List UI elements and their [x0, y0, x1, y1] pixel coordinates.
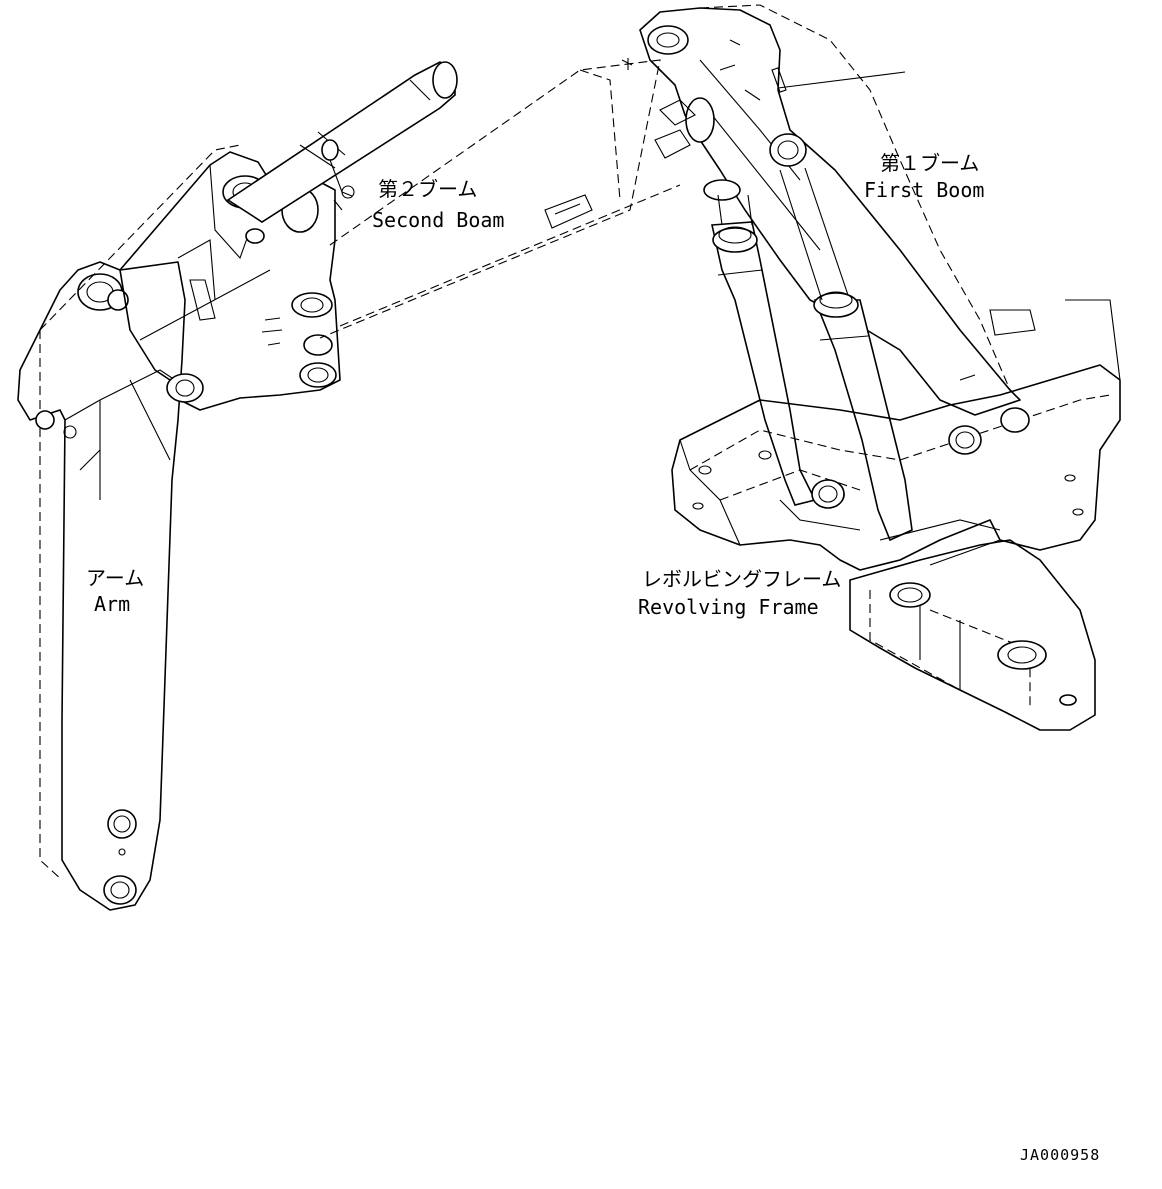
- arm-part: [17, 261, 186, 911]
- second-boom-label-en: Second Boam: [372, 208, 504, 232]
- arm-label-en: Arm: [94, 592, 130, 616]
- revolving-frame-part: [671, 299, 1121, 731]
- dashed-connection: [319, 58, 681, 339]
- second-boom-label-jp: 第２ブーム: [378, 177, 477, 201]
- revolving-frame-label-jp: レボルビングフレーム: [642, 567, 841, 591]
- arm-label-jp: アーム: [86, 566, 144, 590]
- first-boom-label-en: First Boom: [864, 178, 984, 202]
- arm-cylinder: [226, 61, 458, 223]
- drawing-code: JA000958: [1020, 1146, 1100, 1164]
- first-boom-part: [639, 4, 1021, 416]
- first-boom-label-jp: 第１ブーム: [880, 151, 979, 175]
- revolving-frame-label-en: Revolving Frame: [638, 595, 819, 619]
